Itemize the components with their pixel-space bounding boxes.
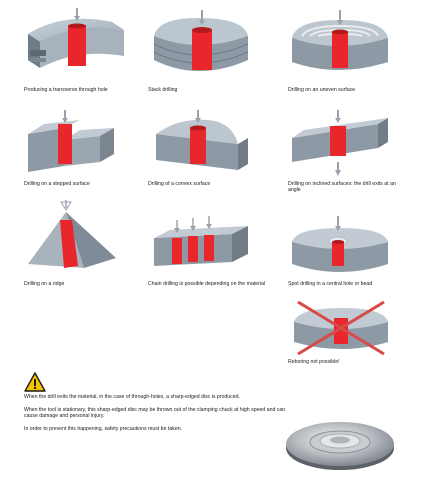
transverse-through-hole-illustration (28, 8, 124, 68)
item-ridge: Drilling on a ridge (24, 198, 154, 287)
item-spot: Spot drilling in a central hole or bead (288, 214, 418, 287)
item-caption: Drilling on inclined surfaces: the drill… (288, 181, 396, 194)
item-caption: Drilling on a ridge (24, 281, 65, 287)
cross-line (297, 300, 385, 356)
item-caption: Reboring not possible! (288, 359, 340, 365)
ridge-illustration (28, 200, 116, 268)
reboring-illustration (294, 300, 388, 356)
item-caption: Drilling of a convex surface (148, 181, 211, 187)
warning-triangle-icon (24, 372, 46, 397)
item-caption: Producing a transverse through hole (24, 87, 108, 93)
convex-surface-illustration (156, 110, 248, 170)
item-reboring: Reboring not possible! (288, 298, 418, 365)
item-stack: Stack drilling (148, 8, 278, 93)
item-caption: Chain drilling is possible depending on … (148, 281, 266, 287)
item-caption: Spot drilling in a central hole or bead (288, 281, 373, 287)
sharp-edged-disc-photo (282, 412, 398, 479)
warning-note: When the drill exits the material, in th… (24, 394, 240, 400)
warning-note: In order to prevent this happening, safe… (24, 425, 183, 432)
item-uneven: Drilling on an uneven surface (288, 8, 418, 93)
spot-drilling-illustration (292, 216, 388, 272)
item-convex: Drilling of a convex surface (148, 110, 278, 187)
uneven-surface-illustration (292, 10, 388, 70)
item-caption: Drilling on an uneven surface (288, 87, 356, 93)
stack-drilling-illustration (153, 10, 249, 71)
item-stepped: Drilling on a stepped surface (24, 110, 154, 187)
warning-notes: When the drill exits the material, in th… (24, 394, 294, 438)
stepped-surface-illustration (28, 110, 114, 172)
inclined-surface-illustration (292, 110, 388, 176)
item-chain: Chain drilling is possible depending on … (148, 210, 278, 287)
item-caption: Stack drilling (148, 87, 178, 93)
item-transverse: Producing a transverse through hole (24, 8, 154, 93)
item-inclined: Drilling on inclined surfaces: the drill… (288, 110, 418, 194)
chain-drilling-illustration (154, 216, 248, 266)
warning-note: When the tool is stationary, this sharp-… (24, 406, 286, 420)
item-caption: Drilling on a stepped surface (24, 181, 90, 187)
